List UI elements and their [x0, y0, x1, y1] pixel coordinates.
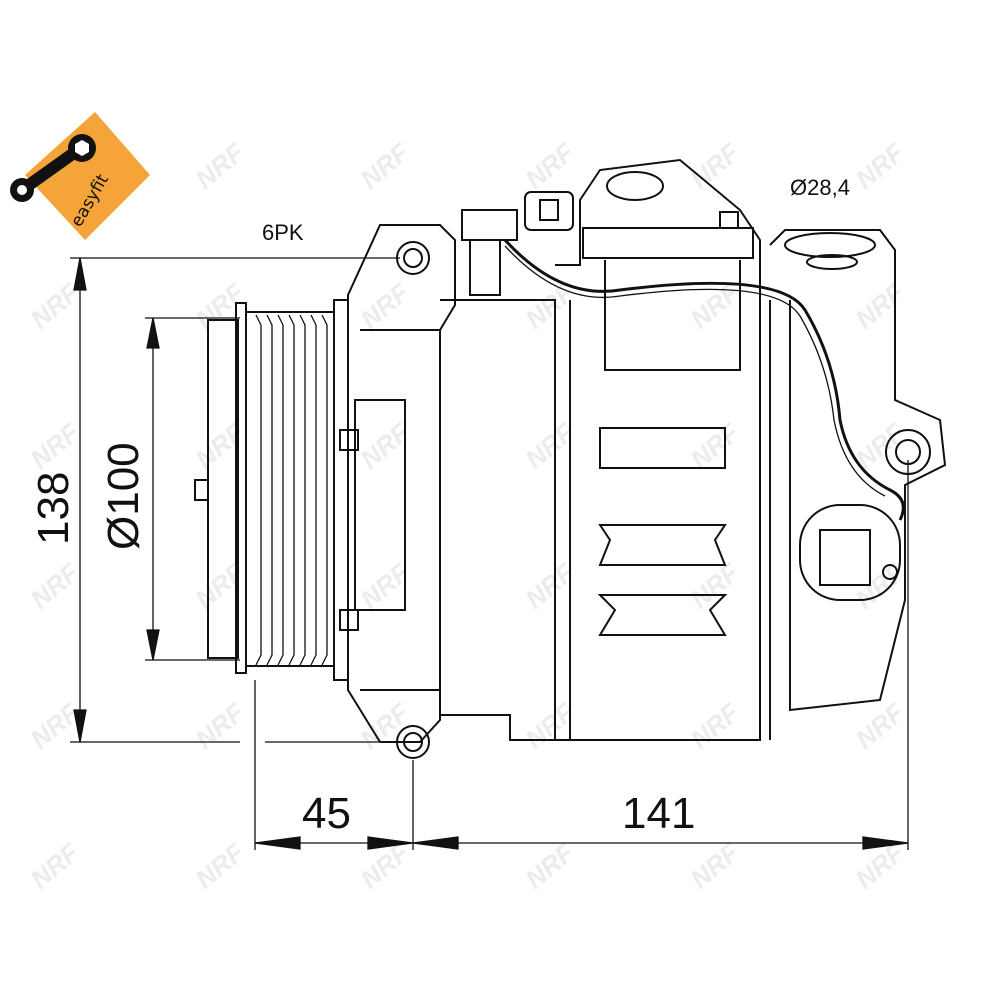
- nrf-watermark: NRF: [520, 557, 581, 615]
- nrf-watermark: NRF: [850, 137, 911, 195]
- nrf-watermark: NRF: [190, 557, 251, 615]
- pulley-groove: [255, 314, 262, 666]
- nrf-watermark: NRF: [850, 277, 911, 335]
- compressor-body: [339, 158, 947, 759]
- port-diameter-label: Ø28,4: [790, 175, 850, 200]
- nrf-watermark: NRF: [25, 417, 86, 475]
- nrf-watermark: NRF: [685, 697, 746, 755]
- nrf-watermark: NRF: [355, 417, 416, 475]
- nrf-watermark: NRF: [190, 277, 251, 335]
- nrf-watermark: NRF: [190, 837, 251, 895]
- pulley-groove: [310, 314, 317, 666]
- nrf-watermark: NRF: [520, 417, 581, 475]
- pulley-offset-label: 45: [302, 789, 351, 838]
- height-label: 138: [29, 472, 78, 545]
- pulley-groove: [266, 314, 273, 666]
- dimension-lines: [70, 257, 909, 850]
- nrf-watermark: NRF: [25, 837, 86, 895]
- nrf-watermark: NRF: [190, 137, 251, 195]
- nrf-watermark: NRF: [520, 837, 581, 895]
- nrf-watermark: NRF: [355, 557, 416, 615]
- pulley-groove: [277, 314, 284, 666]
- nrf-watermark: NRF: [355, 697, 416, 755]
- nrf-watermark: NRF: [850, 697, 911, 755]
- nrf-watermark: NRF: [685, 837, 746, 895]
- nrf-watermark: NRF: [355, 277, 416, 335]
- nrf-watermark: NRF: [190, 697, 251, 755]
- body-length-label: 141: [622, 789, 695, 838]
- nrf-watermark: NRF: [685, 137, 746, 195]
- pulley-groove: [321, 314, 328, 666]
- nrf-watermark: NRF: [355, 137, 416, 195]
- watermark-pattern: NRF NRF NRF NRF NRF NRF NRF NRF NRF NRF NRF NRF NRF N…: [25, 137, 911, 895]
- nrf-watermark: NRF: [25, 557, 86, 615]
- pulley-groove: [288, 314, 295, 666]
- easyfit-logo: easyfit: [10, 112, 150, 240]
- nrf-watermark: NRF: [520, 697, 581, 755]
- pulley-diameter-label: Ø100: [99, 442, 148, 550]
- belt-label: 6PK: [262, 220, 304, 245]
- nrf-watermark: NRF: [190, 417, 251, 475]
- nrf-watermark: NRF: [685, 417, 746, 475]
- pulley-groove: [299, 314, 306, 666]
- nrf-watermark: NRF: [520, 137, 581, 195]
- pulley: [194, 299, 349, 681]
